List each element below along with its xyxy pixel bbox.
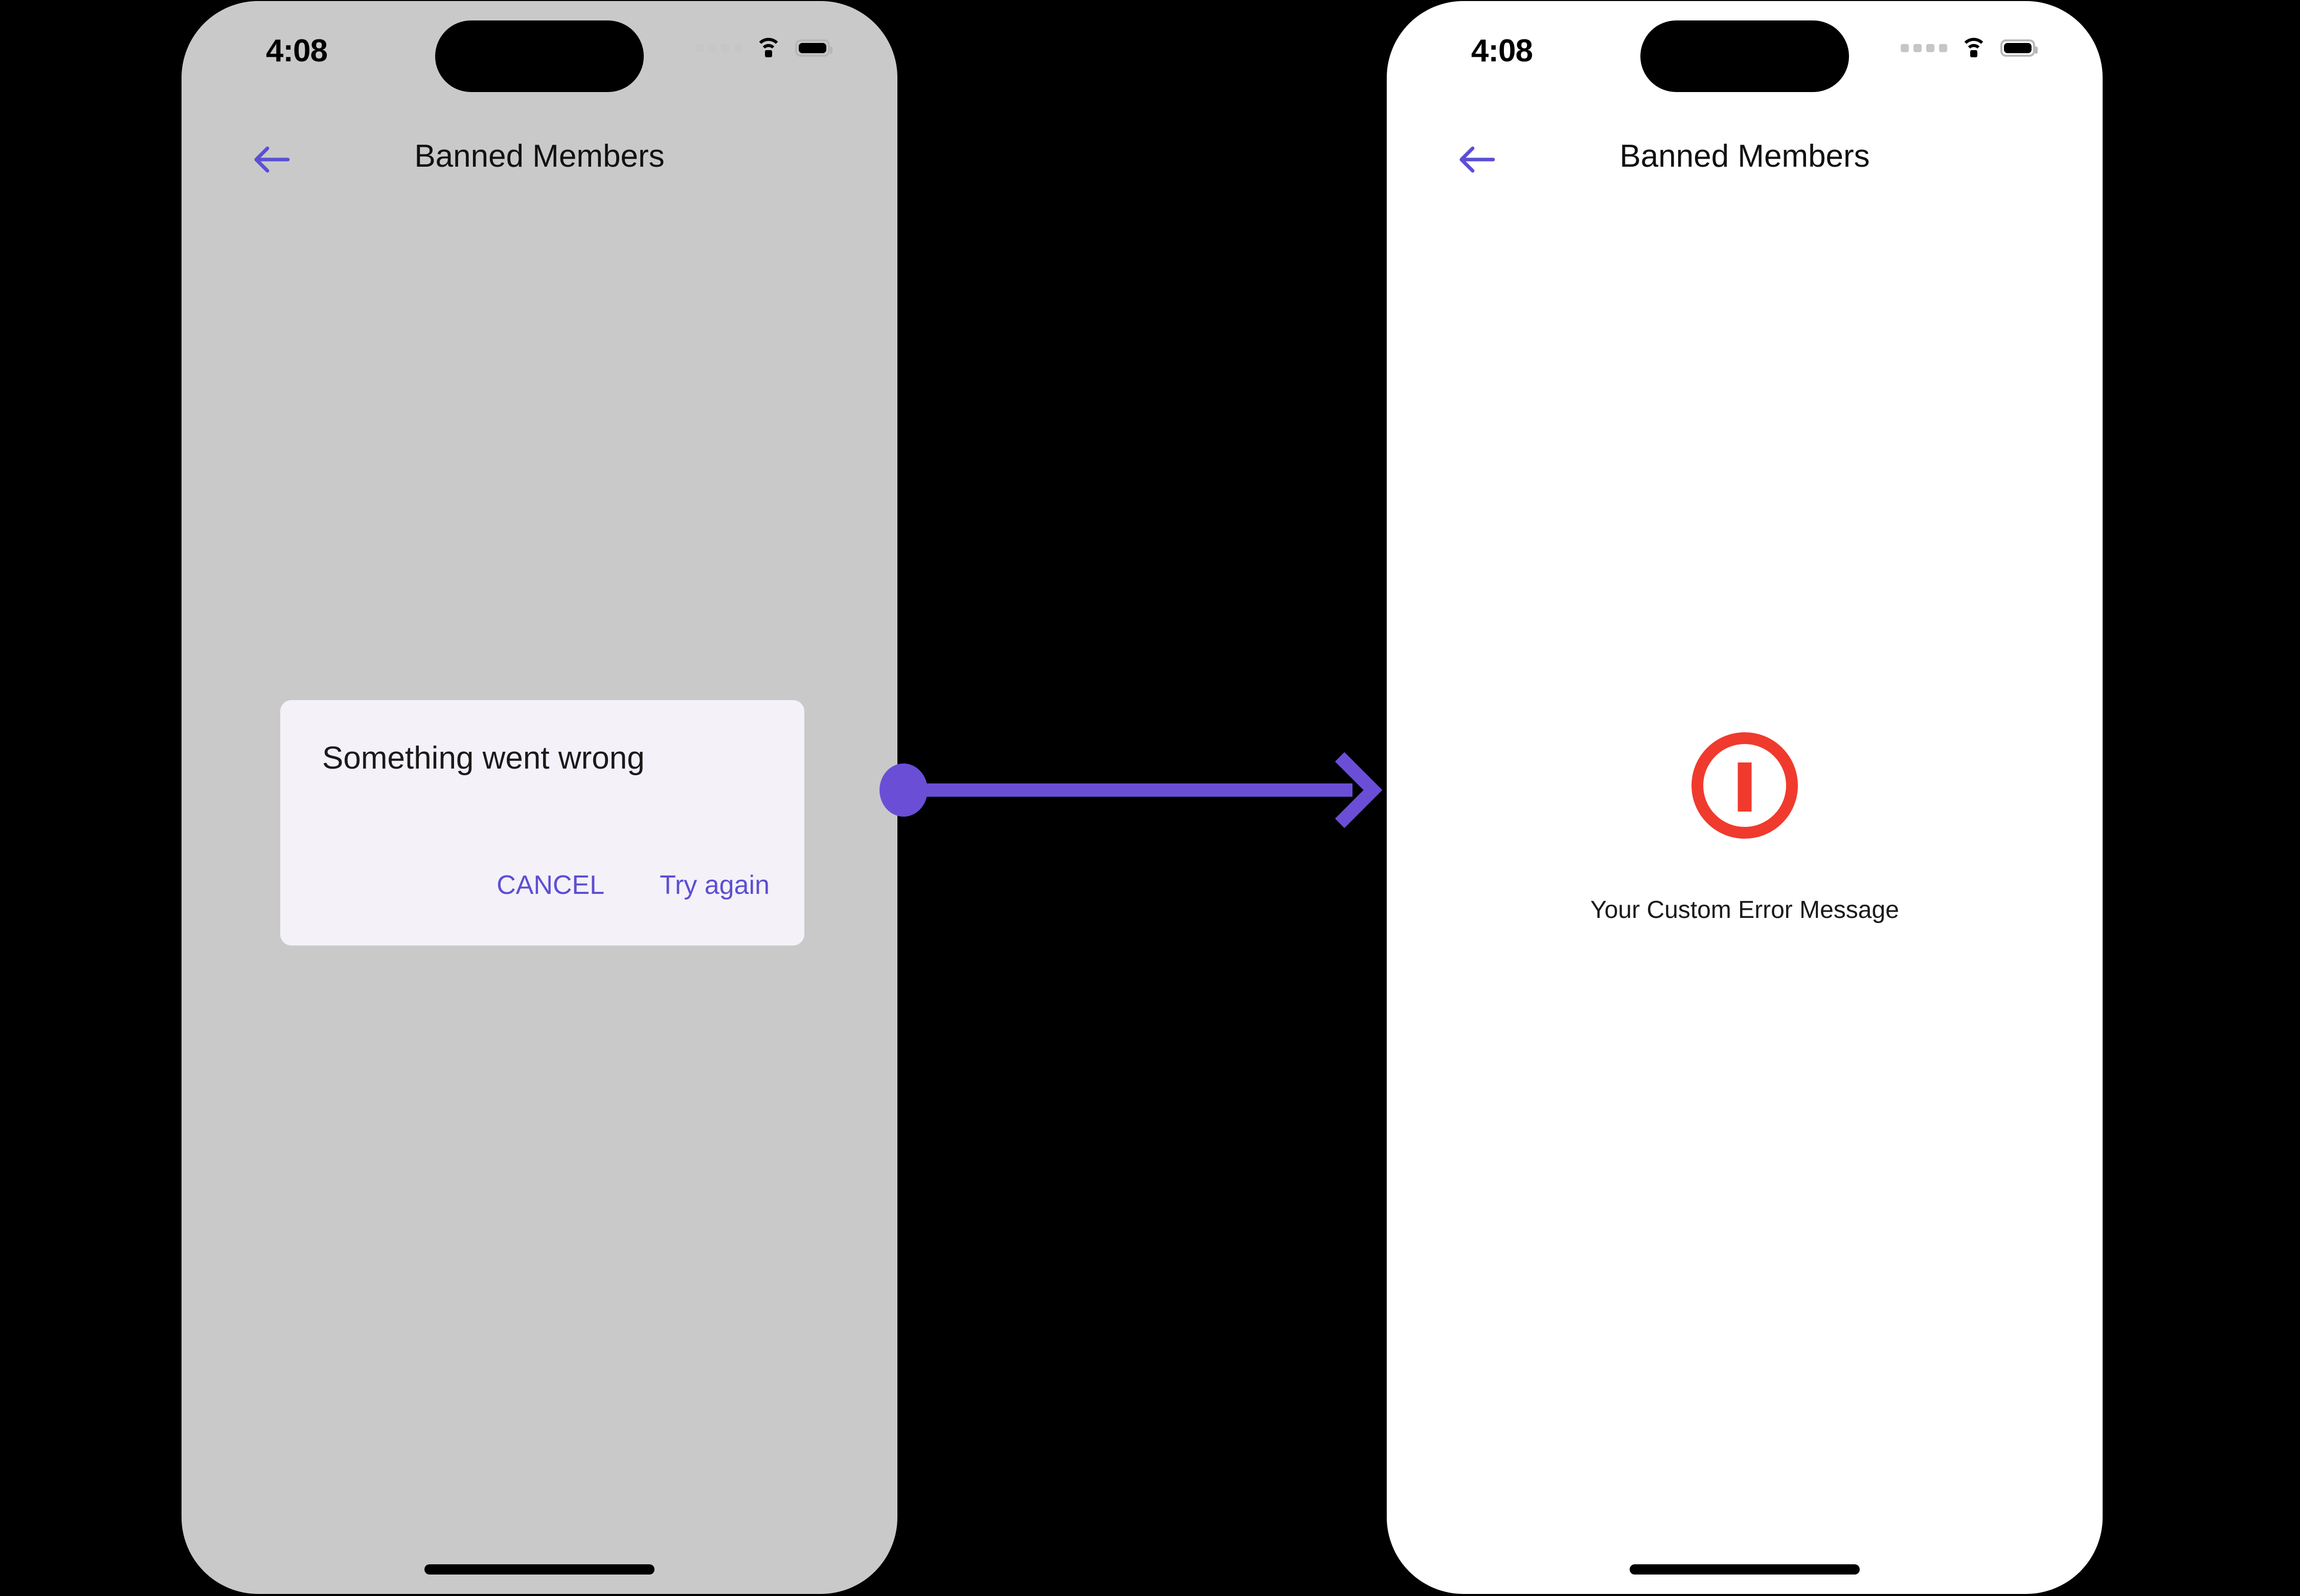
app-bar-left: Banned Members	[182, 124, 897, 195]
status-time: 4:08	[1471, 33, 1533, 69]
status-time: 4:08	[266, 33, 328, 69]
dynamic-island	[435, 20, 644, 92]
back-arrow-icon[interactable]	[1452, 135, 1501, 184]
page-title: Banned Members	[414, 139, 665, 174]
cancel-button[interactable]: CANCEL	[497, 870, 605, 900]
error-exclamation-circle-icon	[1692, 732, 1798, 839]
try-again-button[interactable]: Try again	[660, 870, 770, 900]
home-indicator	[424, 1564, 655, 1575]
dynamic-island	[1640, 20, 1849, 92]
back-arrow-icon[interactable]	[247, 135, 296, 184]
connector-line	[903, 783, 1352, 797]
error-dialog: Something went wrong CANCEL Try again	[280, 700, 804, 946]
status-icons	[1901, 38, 2038, 58]
dialog-title: Something went wrong	[322, 740, 645, 776]
app-bar-right: Banned Members	[1387, 124, 2103, 195]
status-icons	[695, 38, 832, 58]
wifi-icon	[755, 38, 782, 58]
battery-full-icon	[2000, 39, 2038, 57]
status-bar-left: 4:08	[182, 1, 897, 96]
connector-arrowhead	[1335, 752, 1383, 828]
error-message: Your Custom Error Message	[1590, 896, 1899, 924]
battery-full-icon	[795, 39, 832, 57]
custom-error-state: Your Custom Error Message	[1387, 732, 2103, 924]
page-title: Banned Members	[1619, 139, 1870, 174]
phone-left-dialog-state: 4:08 Banned Members Something went	[182, 1, 897, 1594]
dialog-actions: CANCEL Try again	[497, 870, 770, 901]
phone-right-error-state: 4:08 Banned Members	[1387, 1, 2103, 1594]
signal-dots-icon	[695, 44, 742, 52]
status-bar-right: 4:08	[1387, 1, 2103, 96]
arrow-right-connector-icon	[880, 752, 1391, 828]
home-indicator	[1630, 1564, 1860, 1575]
wifi-icon	[1960, 38, 1987, 58]
signal-dots-icon	[1901, 44, 1947, 52]
